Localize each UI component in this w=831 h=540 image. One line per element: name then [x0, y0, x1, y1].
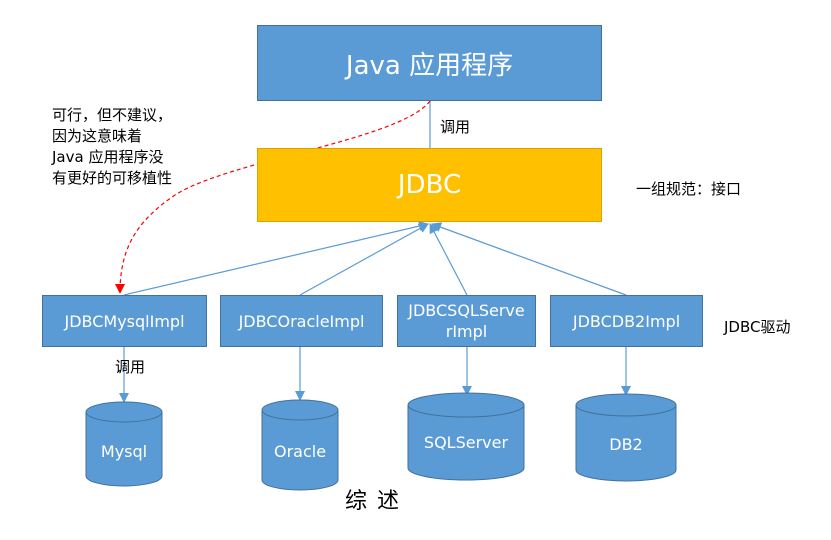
diagram-footer-caption: 综述: [345, 489, 410, 514]
sqlserver-db-cylinder: [407, 392, 525, 481]
oracle-db-cylinder: [261, 399, 339, 491]
java-application-label: Java 应用程序: [345, 50, 514, 81]
jdbc-driver-note: JDBC驱动: [724, 318, 791, 336]
jdbc-interface-label: JDBC: [397, 170, 462, 200]
direct-call-dashed-arrow: [115, 100, 431, 294]
sqlserver-driver-box: JDBCSQLServerImpl: [397, 295, 536, 347]
sqlserver-driver-label: JDBCSQLServerImpl: [408, 301, 525, 341]
db2-db-label: DB2: [609, 435, 643, 454]
mysql-impl-to-jdbc-arrow: [123, 221, 429, 296]
java-application-box: Java 应用程序: [257, 25, 602, 101]
portability-side-note: 可行，但不建议，因为这意味着 Java 应用程序没有更好的可移植性: [52, 106, 173, 187]
sqlserver-impl-to-jdbc-arrow: [429, 223, 468, 296]
mysql-driver-box: JDBCMysqlImpl: [42, 295, 207, 347]
mysql-db-label: Mysql: [100, 442, 148, 461]
call-label-bottom: 调用: [115, 358, 146, 376]
db2-impl-to-jdbc-arrow: [431, 222, 627, 296]
db2-db-cylinder: [575, 393, 677, 482]
jdbc-interface-box: JDBC: [257, 148, 602, 222]
jdbc-spec-note: 一组规范：接口: [636, 180, 742, 198]
oracle-impl-to-jdbc-arrow: [299, 223, 429, 296]
db2-driver-label: JDBCDB2Impl: [572, 311, 681, 331]
call-label-top: 调用: [440, 118, 471, 136]
sqlserver-db-label: SQLServer: [423, 433, 509, 452]
oracle-driver-box: JDBCOracleImpl: [220, 295, 383, 347]
oracle-db-label: Oracle: [273, 442, 327, 461]
db2-driver-box: JDBCDB2Impl: [550, 295, 703, 347]
oracle-driver-label: JDBCOracleImpl: [238, 311, 365, 331]
mysql-driver-label: JDBCMysqlImpl: [64, 311, 185, 331]
mysql-db-cylinder: [85, 401, 163, 487]
